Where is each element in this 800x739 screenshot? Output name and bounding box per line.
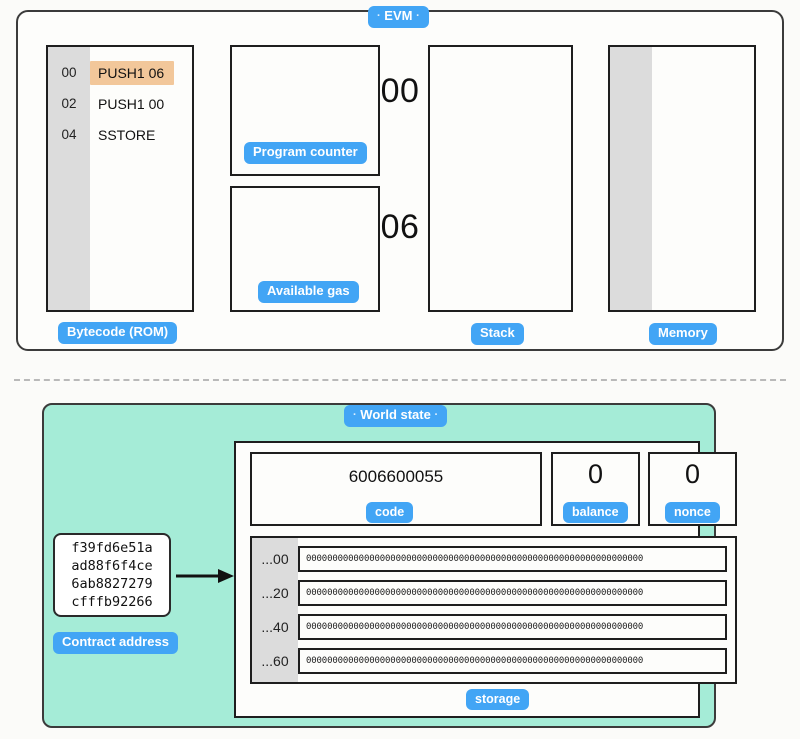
evm-title-dot-right: · [416, 10, 420, 22]
storage-row[interactable]: ...00 0000000000000000000000000000000000… [252, 544, 735, 574]
bytecode-rom-label: Bytecode (ROM) [58, 322, 178, 344]
storage-row-value-box: 0000000000000000000000000000000000000000… [298, 580, 727, 606]
account-code-value: 6006600055 [348, 467, 444, 486]
contract-address-box[interactable]: f39fd6e51a ad88f6f4ce 6ab8827279 cfffb92… [53, 533, 171, 617]
memory-address-gutter [610, 47, 652, 310]
memory-label: Memory [649, 323, 717, 345]
account-nonce-value: 0 [684, 459, 701, 489]
storage-row-value-box: 0000000000000000000000000000000000000000… [298, 648, 727, 674]
evm-title-badge: · EVM · [368, 6, 429, 28]
program-counter-label: Program counter [244, 142, 367, 164]
stack-panel[interactable] [428, 45, 573, 312]
storage-row-value-box: 0000000000000000000000000000000000000000… [298, 614, 727, 640]
storage-row-key: ...60 [261, 653, 289, 669]
storage-row[interactable]: ...40 0000000000000000000000000000000000… [252, 612, 735, 642]
bytecode-row-list: 00 PUSH1 06 02 PUSH1 00 04 SSTORE [48, 57, 192, 150]
world-state-title-dot-left: · [353, 409, 357, 421]
bytecode-row[interactable]: 02 PUSH1 00 [48, 88, 192, 119]
bytecode-row[interactable]: 04 SSTORE [48, 119, 192, 150]
storage-row[interactable]: ...60 0000000000000000000000000000000000… [252, 646, 735, 676]
stack-label: Stack [471, 323, 524, 345]
storage-row-value-box: 0000000000000000000000000000000000000000… [298, 546, 727, 572]
world-state-title-badge: · World state · [344, 405, 448, 427]
world-state-title-text: World state [360, 407, 431, 422]
program-counter-value: 00 [380, 72, 420, 110]
account-balance-value: 0 [587, 459, 604, 489]
bytecode-row-opcode: PUSH1 06 [90, 60, 175, 85]
account-balance-label: balance [563, 502, 628, 524]
section-divider [14, 379, 786, 381]
bytecode-rom-panel[interactable]: 00 PUSH1 06 02 PUSH1 00 04 SSTORE [46, 45, 194, 312]
account-nonce-label: nonce [665, 502, 720, 524]
storage-row[interactable]: ...20 0000000000000000000000000000000000… [252, 578, 735, 608]
storage-row-list: ...00 0000000000000000000000000000000000… [252, 538, 735, 682]
address-to-account-arrow-icon [176, 569, 234, 583]
storage-row-value: 0000000000000000000000000000000000000000… [306, 622, 644, 632]
contract-address-value: f39fd6e51a ad88f6f4ce 6ab8827279 cfffb92… [71, 540, 153, 610]
account-storage-box[interactable]: ...00 0000000000000000000000000000000000… [250, 536, 737, 684]
storage-row-key: ...00 [261, 551, 289, 567]
evm-title-text: EVM [384, 8, 413, 23]
storage-row-value: 0000000000000000000000000000000000000000… [306, 554, 644, 564]
bytecode-address-gutter [48, 47, 90, 310]
bytecode-row-address: 04 [61, 127, 77, 142]
storage-key-gutter [252, 538, 298, 682]
storage-row-value: 0000000000000000000000000000000000000000… [306, 588, 644, 598]
bytecode-row-opcode: PUSH1 00 [98, 95, 165, 112]
account-storage-label: storage [466, 689, 530, 711]
available-gas-value: 06 [380, 208, 420, 246]
bytecode-row-opcode: SSTORE [98, 126, 156, 143]
storage-row-value: 0000000000000000000000000000000000000000… [306, 656, 644, 666]
storage-row-key: ...20 [261, 585, 289, 601]
world-state-title-dot-right: · [434, 409, 439, 421]
account-code-label: code [366, 502, 414, 524]
contract-address-label: Contract address [53, 632, 178, 654]
storage-row-key: ...40 [261, 619, 289, 635]
bytecode-row-address: 02 [61, 96, 77, 111]
bytecode-row-address: 00 [61, 65, 77, 80]
memory-panel[interactable] [608, 45, 756, 312]
available-gas-label: Available gas [258, 281, 359, 303]
bytecode-row[interactable]: 00 PUSH1 06 [48, 57, 192, 88]
evm-title-dot-left: · [377, 10, 381, 22]
